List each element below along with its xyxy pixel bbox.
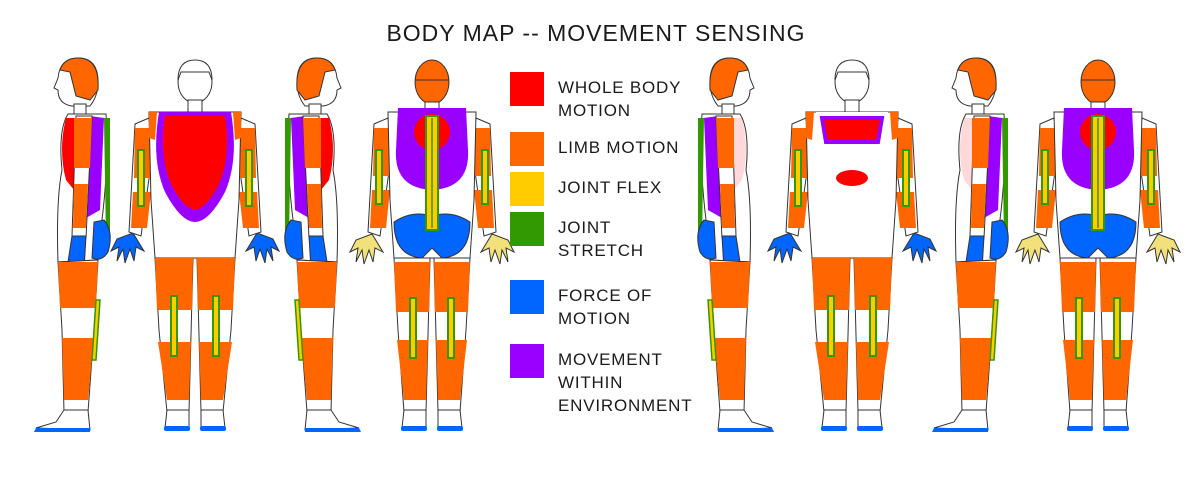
legend-label: JOINT STRETCH bbox=[558, 218, 644, 260]
male-side-view-left bbox=[33, 57, 111, 433]
legend-swatch bbox=[510, 172, 544, 206]
legend-label: LIMB MOTION bbox=[558, 138, 680, 157]
female-back-view bbox=[1015, 59, 1181, 432]
legend-label: MOVEMENT WITHIN ENVIRONMENT bbox=[558, 350, 693, 415]
legend-swatch bbox=[510, 344, 544, 378]
legend-swatch bbox=[510, 132, 544, 166]
legend-label: FORCE OF MOTION bbox=[558, 286, 653, 328]
female-side-view-left bbox=[931, 57, 1009, 433]
female-front-view bbox=[767, 59, 937, 432]
male-back-view bbox=[349, 59, 515, 432]
male-side-view-right bbox=[284, 57, 362, 433]
diagram-title: BODY MAP -- MOVEMENT SENSING bbox=[386, 20, 806, 46]
legend-label: WHOLE BODY MOTION bbox=[558, 78, 682, 120]
legend-swatch bbox=[510, 212, 544, 246]
legend-swatch bbox=[510, 72, 544, 106]
legend-swatch bbox=[510, 280, 544, 314]
legend-label: JOINT FLEX bbox=[558, 178, 663, 197]
male-front-view bbox=[110, 59, 280, 432]
